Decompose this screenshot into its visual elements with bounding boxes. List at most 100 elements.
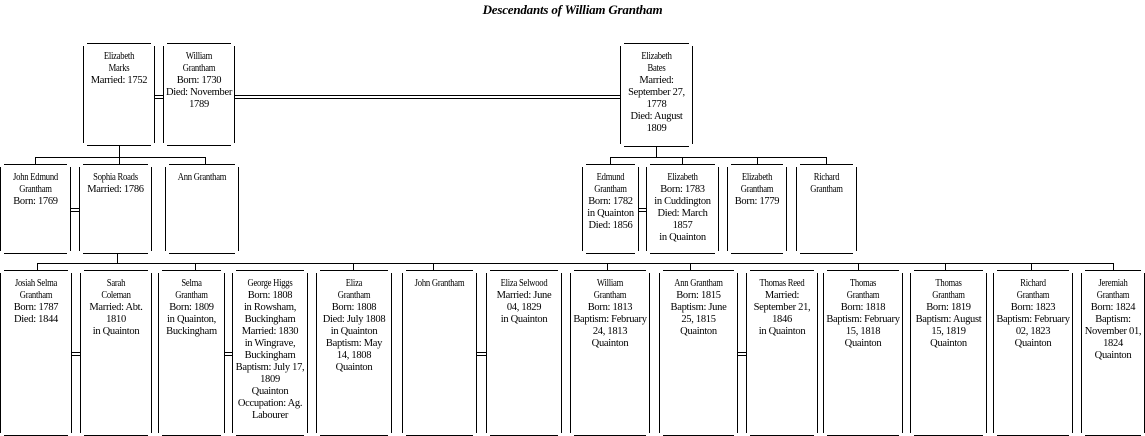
person-name-line: Ann Grantham xyxy=(177,172,227,183)
person-name-line: Grantham xyxy=(810,184,843,195)
person-detail-line: 1778 xyxy=(646,99,667,110)
person-detail-line: Died: 1844 xyxy=(14,314,58,325)
marriage-line xyxy=(738,352,746,356)
person-name-line: Grantham xyxy=(337,290,371,301)
person-name-line: Sophia Roads xyxy=(93,172,138,183)
person-detail-line: Married: 1786 xyxy=(87,184,144,195)
person-detail-line: Born: 1815 xyxy=(676,290,721,301)
person-name-line: Marks xyxy=(108,63,130,74)
person-name-line: Thomas xyxy=(935,278,962,289)
person-name-line: Grantham xyxy=(19,290,53,301)
person-ann-grantham[interactable]: Ann Grantham xyxy=(165,164,239,254)
person-name-line: Sarah xyxy=(106,278,126,289)
person-detail-line: Born: 1730 xyxy=(176,75,222,86)
person-detail-line: Buckingham xyxy=(244,350,296,361)
person-detail-line: Died: March xyxy=(657,208,708,219)
person-detail-line: 1857 xyxy=(672,220,693,231)
person-detail-line: Born: 1809 xyxy=(169,302,214,313)
person-name-line: John Edmund xyxy=(13,172,58,183)
person-detail-line: Married: xyxy=(639,75,674,86)
person-detail-line: in Rowsham, xyxy=(243,302,297,313)
person-detail-line: Died: July 1808 xyxy=(322,314,386,325)
person-detail-line: in Quainton xyxy=(659,232,706,243)
person-detail-line: in Quainton xyxy=(92,326,140,337)
person-detail-line: Born: 1824 xyxy=(1090,302,1136,313)
person-name-line: Ann Grantham xyxy=(674,278,723,289)
person-detail-line: Quainton xyxy=(335,362,373,373)
person-name-line: Richard xyxy=(813,172,840,183)
person-detail-line: Baptism: February xyxy=(573,314,647,325)
person-detail-line: Born: 1813 xyxy=(587,302,633,313)
person-name-line: Grantham xyxy=(846,290,880,301)
person-name-line: Elizabeth xyxy=(667,172,698,183)
person-detail-line: Buckingham xyxy=(166,326,217,337)
person-detail-line: 15, 1818 xyxy=(845,326,881,337)
person-detail-line: September 27, xyxy=(628,87,685,98)
person-name-line: John Grantham xyxy=(414,278,465,289)
person-detail-line: Born: 1783 xyxy=(660,184,705,195)
person-detail-line: 15, 1819 xyxy=(931,326,966,337)
marriage-line xyxy=(234,95,620,99)
person-detail-line: 1789 xyxy=(189,99,209,110)
person-detail-line: November 01, xyxy=(1084,326,1142,337)
person-detail-line: September 21, xyxy=(753,302,811,313)
person-detail-line: 1846 xyxy=(772,314,792,325)
person-name-line: Grantham xyxy=(740,184,774,195)
person-detail-line: 04, 1829 xyxy=(506,302,542,313)
person-name-line: Bates xyxy=(647,63,666,74)
person-detail-line: Born: 1779 xyxy=(734,196,780,207)
chart-title: Descendants of William Grantham xyxy=(482,2,663,17)
person-detail-line: Married: Abt. xyxy=(89,302,143,313)
person-detail-line: Baptism: June xyxy=(670,302,727,313)
person-name-line: Elizabeth xyxy=(641,51,672,62)
marriage-line xyxy=(638,208,646,212)
person-name-line: Eliza Selwood xyxy=(500,278,548,289)
person-detail-line: Baptism: August xyxy=(915,314,982,325)
person-name-line: George Higgs xyxy=(247,278,293,289)
person-name-line: Eliza xyxy=(345,278,363,289)
marriage-line xyxy=(155,95,163,99)
person-detail-line: Married: 1752 xyxy=(90,75,148,86)
person-detail-line: Quainton xyxy=(844,338,882,349)
person-detail-line: in Quainton xyxy=(587,208,634,219)
person-name-line: Elizabeth xyxy=(741,172,773,183)
person-detail-line: Born: 1787 xyxy=(13,302,59,313)
person-detail-line: 25, 1815 xyxy=(681,314,716,325)
person-detail-line: Died: August xyxy=(630,111,683,122)
descent-line xyxy=(35,145,206,165)
person-detail-line: in Quainton, xyxy=(167,314,216,325)
person-detail-line: in Cuddington xyxy=(654,196,711,207)
person-detail-line: Baptism: February xyxy=(826,314,900,325)
person-name-line: Grantham xyxy=(594,184,627,195)
person-detail-line: in Quainton xyxy=(758,326,806,337)
person-name-line: Grantham xyxy=(1096,290,1130,301)
person-name-line: Grantham xyxy=(19,184,52,195)
person-detail-line: Born: 1808 xyxy=(331,302,377,313)
person-name-line: Thomas Reed xyxy=(759,278,805,289)
person-name-line: Richard xyxy=(1020,278,1046,289)
person-detail-line: Baptism: July 17, xyxy=(235,362,305,373)
person-john-grantham[interactable]: John Grantham xyxy=(402,270,477,436)
